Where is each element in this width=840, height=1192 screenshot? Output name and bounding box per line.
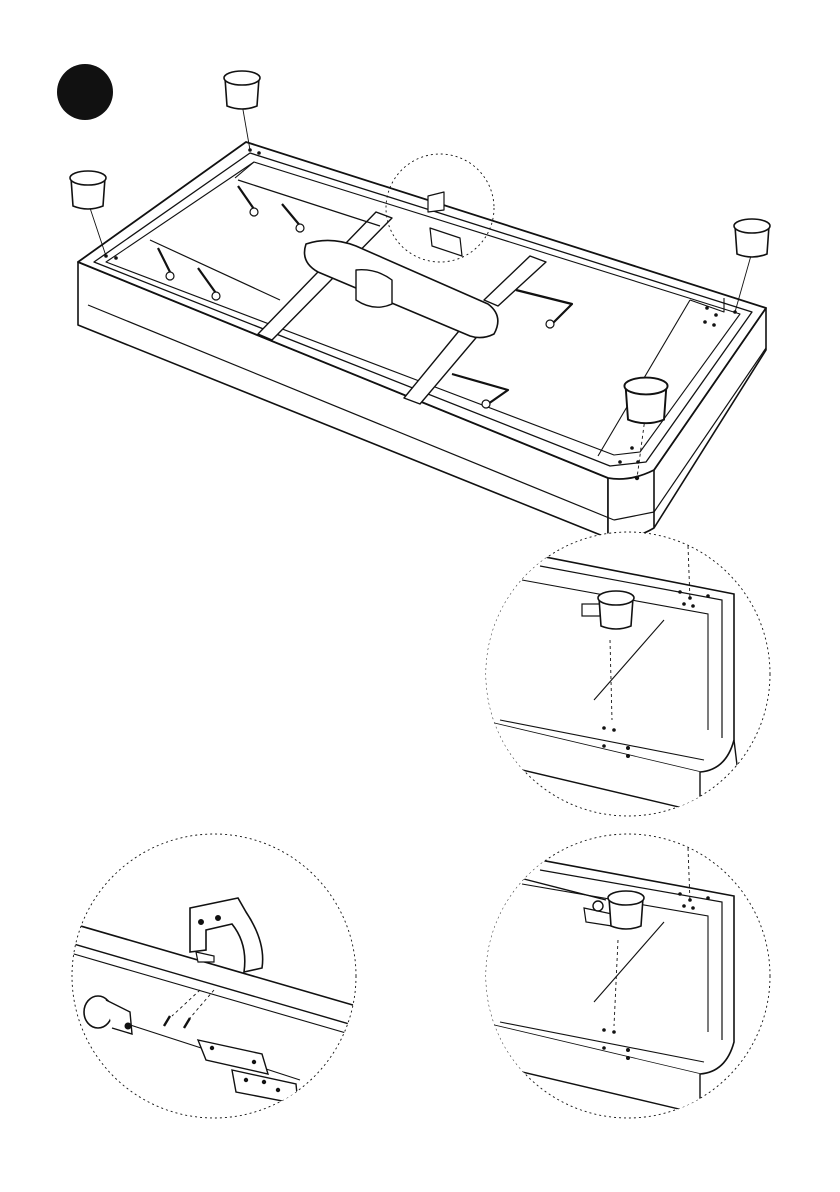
cap-right [734, 219, 770, 257]
hole [257, 151, 261, 155]
bracket-plate [428, 192, 444, 212]
linkage-pivot [546, 320, 554, 328]
detail-cap [608, 891, 644, 929]
hole [630, 446, 634, 450]
hole [712, 323, 716, 327]
detail-bracket-mount [60, 834, 370, 1118]
bed-base-main [78, 142, 766, 539]
linkage-pivot [296, 224, 304, 232]
linkage-pivot [250, 208, 258, 216]
cap-left [70, 171, 106, 209]
linkage-pivot [212, 292, 220, 300]
linkage-pivot [166, 272, 174, 280]
step-marker [57, 64, 113, 120]
cap-top-left [224, 71, 260, 109]
detail-cap [598, 591, 634, 629]
hole [618, 460, 622, 464]
hole [703, 320, 707, 324]
step-marker-disc [57, 64, 113, 120]
hole [714, 313, 718, 317]
detail-corner-cap-1 [470, 532, 770, 816]
hole [705, 306, 709, 310]
hole [114, 256, 118, 260]
cap-front [624, 378, 667, 424]
detail-corner-cap-2 [470, 834, 770, 1118]
linkage-pivot [482, 400, 490, 408]
